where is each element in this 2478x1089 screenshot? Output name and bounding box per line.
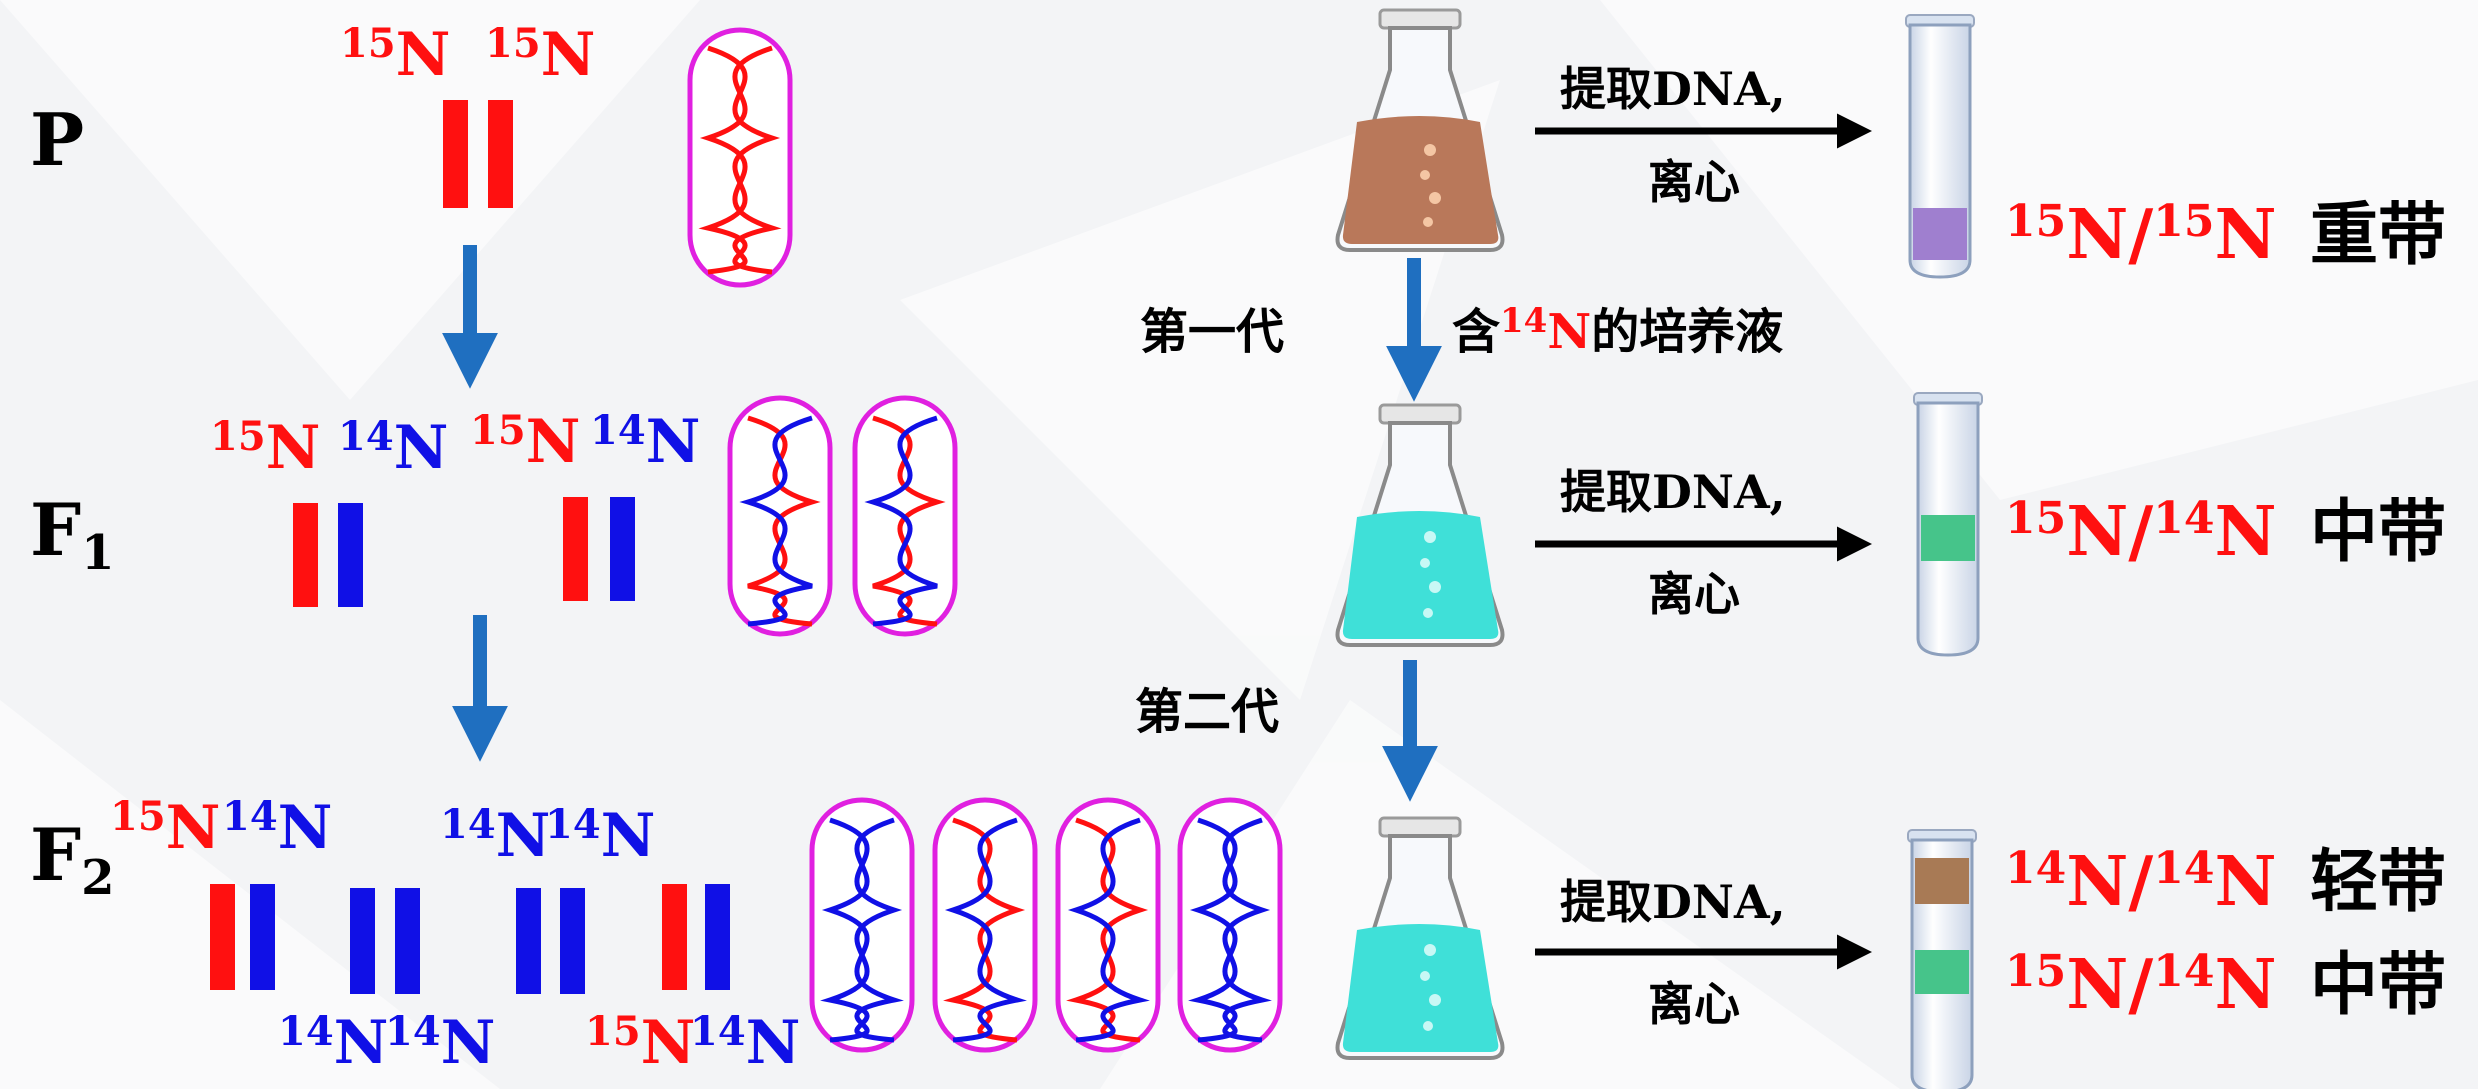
p-capsule bbox=[687, 27, 793, 288]
medium-label: 含14N的培养液 bbox=[1452, 301, 1783, 360]
result-label-middle: 15N/14N bbox=[2005, 492, 2277, 572]
f2-molecule-1-red bbox=[210, 884, 235, 990]
f2-label-6: 14N bbox=[385, 1008, 496, 1078]
f1-molecule-2-red bbox=[563, 497, 588, 601]
f1-molecule-1-blue bbox=[338, 503, 363, 607]
extract-label-1: 提取DNA, bbox=[1560, 62, 1786, 116]
f2-capsule-3 bbox=[1055, 797, 1161, 1053]
flask-icon-gen2 bbox=[1335, 816, 1505, 1060]
band-name-light: 轻带 bbox=[2310, 842, 2446, 922]
p-label-left: 15N bbox=[340, 20, 451, 90]
extract-label-2: 提取DNA, bbox=[1560, 465, 1786, 519]
gen-label-p: P bbox=[30, 97, 84, 182]
f2-label-4: 14N bbox=[545, 801, 656, 871]
f2-label-8: 14N bbox=[690, 1008, 801, 1078]
test-tube-icon-2 bbox=[1913, 392, 1983, 657]
gen2-label: 第二代 bbox=[1135, 684, 1279, 740]
f2-capsule-2 bbox=[932, 797, 1038, 1053]
f2-label-1: 15N bbox=[110, 793, 221, 863]
f1-label-2: 14N bbox=[338, 413, 449, 483]
f2-capsule-4 bbox=[1177, 797, 1283, 1053]
centrifuge-label-3: 离心 bbox=[1648, 977, 1740, 1031]
f2-molecule-2-blue-a bbox=[350, 888, 375, 994]
result-label-heavy: 15N/15N bbox=[2005, 195, 2277, 275]
flask-icon-heavy bbox=[1335, 8, 1505, 252]
f1-label-4: 14N bbox=[590, 407, 701, 477]
centrifuge-label-2: 离心 bbox=[1648, 567, 1740, 621]
band-middle-2 bbox=[1915, 950, 1969, 994]
gen-label-f2: F2 bbox=[30, 812, 115, 906]
test-tube-icon-3 bbox=[1907, 829, 1977, 1089]
f2-label-2: 14N bbox=[222, 793, 333, 863]
p-strand-2 bbox=[488, 100, 513, 208]
f2-molecule-1-blue bbox=[250, 884, 275, 990]
p-generation: 15N 15N bbox=[340, 20, 793, 288]
band-name-middle: 中带 bbox=[2310, 492, 2446, 572]
f1-label-3: 15N bbox=[470, 407, 581, 477]
f2-label-7: 15N bbox=[585, 1008, 696, 1078]
test-tube-icon-1 bbox=[1905, 14, 1975, 279]
band-light bbox=[1915, 858, 1969, 904]
band-name-middle-2: 中带 bbox=[2310, 945, 2446, 1025]
result-label-light: 14N/14N bbox=[2005, 842, 2277, 922]
gen1-label: 第一代 bbox=[1140, 304, 1284, 360]
extract-step-1: 提取DNA, 离心 bbox=[1535, 62, 1872, 209]
gen-label-f1: F1 bbox=[30, 487, 115, 581]
f2-molecule-3-blue-b bbox=[560, 888, 585, 994]
f2-molecule-2-blue-b bbox=[395, 888, 420, 994]
f1-capsule-2 bbox=[852, 395, 958, 637]
result-label-middle-2: 15N/14N bbox=[2005, 945, 2277, 1025]
f1-generation: 15N 14N 15N 14N bbox=[210, 395, 958, 637]
f2-capsule-1 bbox=[809, 797, 915, 1053]
f2-molecule-4-blue bbox=[705, 884, 730, 990]
extract-label-3: 提取DNA, bbox=[1560, 875, 1786, 929]
extract-step-2: 提取DNA, 离心 bbox=[1535, 465, 1872, 621]
f2-generation: 15N 14N 14N 14N 14N 14N 15N 14N bbox=[110, 793, 1283, 1078]
centrifuge-label-1: 离心 bbox=[1648, 155, 1740, 209]
band-heavy bbox=[1913, 208, 1967, 260]
f1-capsule-1 bbox=[727, 395, 833, 637]
f1-molecule-2-blue bbox=[610, 497, 635, 601]
f2-molecule-3-blue-a bbox=[516, 888, 541, 994]
extract-step-3: 提取DNA, 离心 bbox=[1535, 875, 1872, 1031]
band-middle bbox=[1921, 515, 1975, 561]
flask-icon-gen1 bbox=[1335, 403, 1505, 647]
f1-label-1: 15N bbox=[210, 413, 321, 483]
band-name-heavy: 重带 bbox=[2310, 195, 2446, 275]
f1-molecule-1-red bbox=[293, 503, 318, 607]
f2-molecule-4-red bbox=[662, 884, 687, 990]
p-strand-1 bbox=[443, 100, 468, 208]
f2-label-3: 14N bbox=[440, 801, 551, 871]
f2-label-5: 14N bbox=[278, 1008, 389, 1078]
p-label-right: 15N bbox=[485, 20, 596, 90]
